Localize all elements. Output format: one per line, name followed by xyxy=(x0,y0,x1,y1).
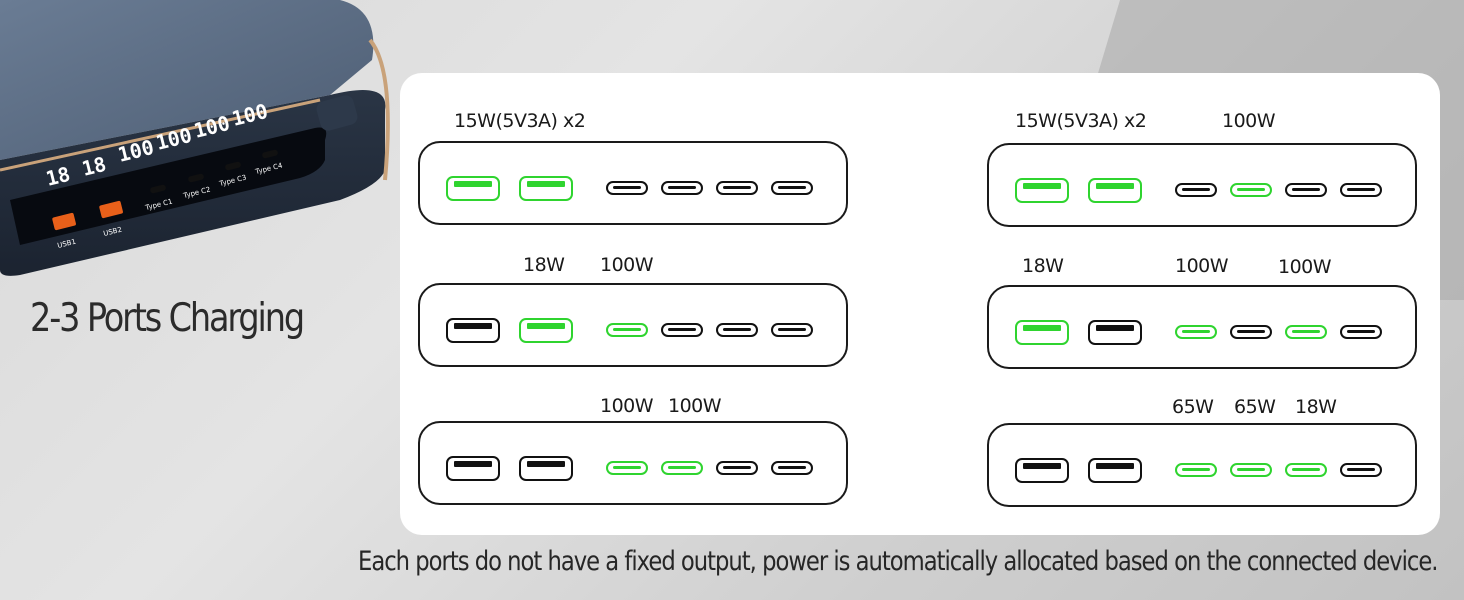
wattage-label: 100W xyxy=(668,395,722,417)
usb-c-port-icon xyxy=(1340,183,1382,197)
usb-a-port-active-icon xyxy=(1015,178,1069,203)
wattage-label: 15W(5V3A) x2 xyxy=(1015,110,1147,132)
usb-a-port-active-icon xyxy=(1015,320,1069,345)
usb-a-port-icon xyxy=(446,318,500,343)
wattage-label: 100W xyxy=(600,254,654,276)
wattage-label: 18W xyxy=(523,254,565,276)
usb-a-port-icon xyxy=(1015,458,1069,483)
usb-a-port-active-icon xyxy=(519,176,573,201)
usb-c-port-icon xyxy=(716,461,758,475)
usb-a-port-icon xyxy=(1088,458,1142,483)
usb-c-port-active-icon xyxy=(606,461,648,475)
wattage-label: 18W xyxy=(1295,396,1337,418)
usb-c-port-active-icon xyxy=(606,323,648,337)
usb-a-port-active-icon xyxy=(1088,178,1142,203)
usb-a-port-icon xyxy=(446,456,500,481)
wattage-label: 100W xyxy=(1175,255,1229,277)
usb-c-port-icon xyxy=(1230,325,1272,339)
wattage-label: 18W xyxy=(1022,255,1064,277)
usb-a-port-icon xyxy=(1088,320,1142,345)
wattage-label: 65W xyxy=(1234,396,1276,418)
usb-c-port-icon xyxy=(1340,325,1382,339)
usb-a-port-active-icon xyxy=(446,176,500,201)
usb-c-port-icon xyxy=(716,181,758,195)
usb-c-port-active-icon xyxy=(1230,183,1272,197)
wattage-label: 65W xyxy=(1172,396,1214,418)
usb-c-port-icon xyxy=(606,181,648,195)
usb-c-port-icon xyxy=(771,461,813,475)
usb-c-port-active-icon xyxy=(1230,463,1272,477)
usb-c-port-icon xyxy=(1340,463,1382,477)
usb-c-port-icon xyxy=(661,181,703,195)
usb-c-port-icon xyxy=(771,323,813,337)
wattage-label: 100W xyxy=(1278,256,1332,278)
page-title: 2-3 Ports Charging xyxy=(30,296,305,341)
usb-c-port-icon xyxy=(1285,183,1327,197)
device-display-reading: 18 xyxy=(43,162,72,191)
usb-c-port-active-icon xyxy=(1175,463,1217,477)
wattage-label: 15W(5V3A) x2 xyxy=(454,110,586,132)
usb-c-port-active-icon xyxy=(1285,325,1327,339)
usb-a-port-icon xyxy=(519,456,573,481)
wattage-label: 100W xyxy=(600,395,654,417)
usb-c-port-icon xyxy=(771,181,813,195)
usb-c-port-active-icon xyxy=(661,461,703,475)
usb-c-port-icon xyxy=(716,323,758,337)
footer-note: Each ports do not have a fixed output, p… xyxy=(358,546,1438,577)
device-display-reading: 18 xyxy=(79,152,108,181)
usb-c-port-active-icon xyxy=(1175,325,1217,339)
usb-c-port-icon xyxy=(661,323,703,337)
usb-c-port-icon xyxy=(1175,183,1217,197)
wattage-label: 100W xyxy=(1222,110,1276,132)
usb-c-port-active-icon xyxy=(1285,463,1327,477)
usb-a-port-active-icon xyxy=(519,318,573,343)
